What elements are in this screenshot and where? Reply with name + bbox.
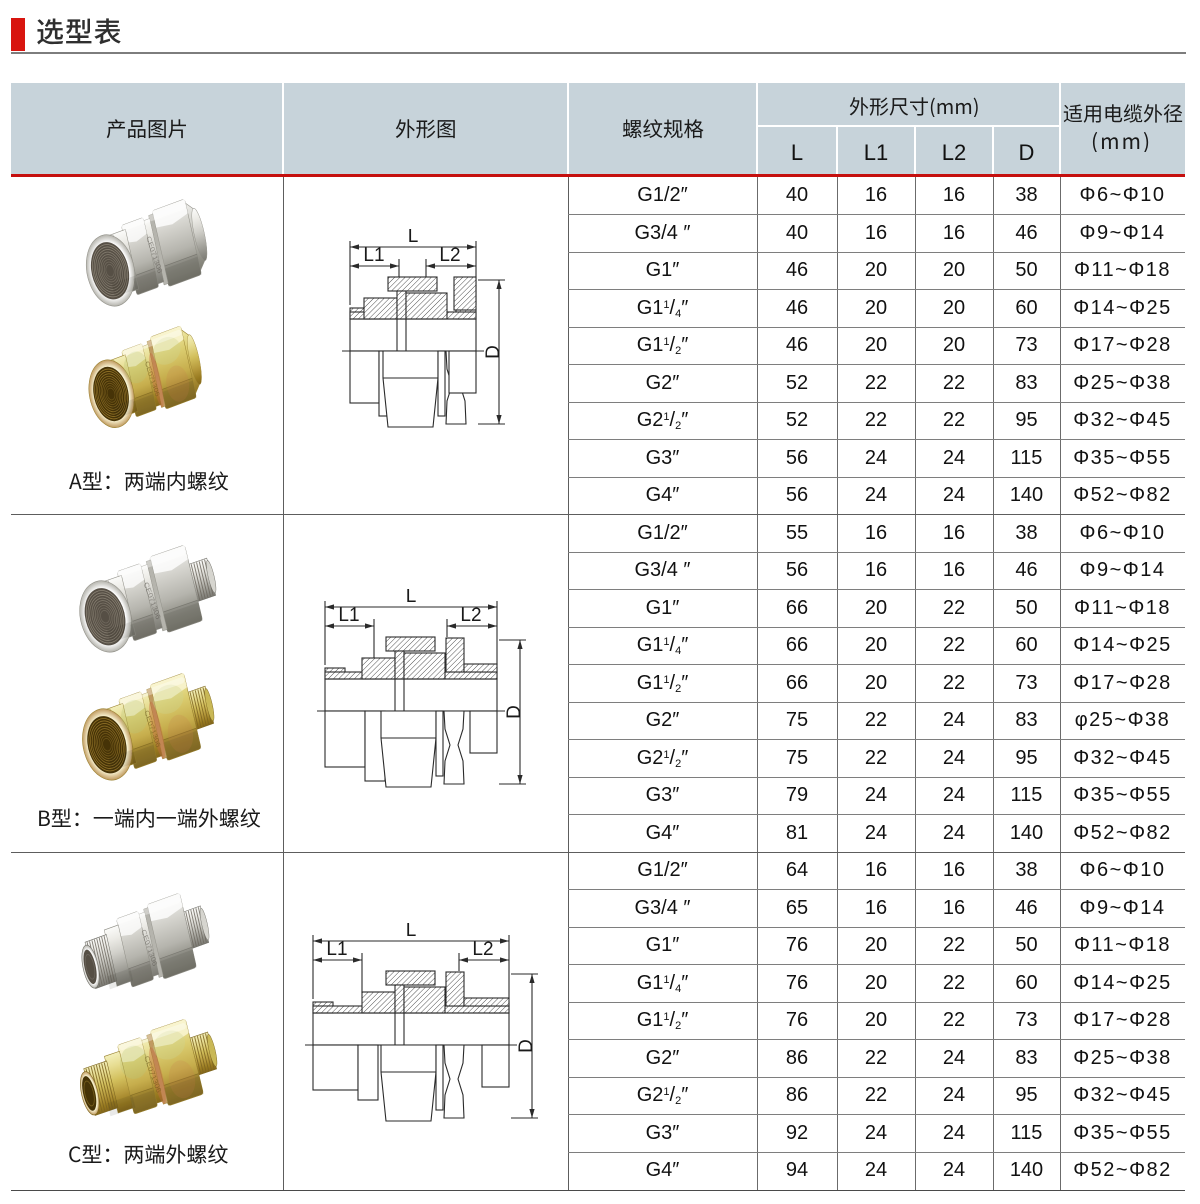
svg-text:L1: L1 (338, 605, 359, 626)
svg-text:L1: L1 (363, 245, 384, 266)
svg-text:L: L (406, 923, 417, 941)
svg-text:D: D (483, 345, 504, 359)
svg-text:D: D (504, 705, 525, 719)
svg-text:L: L (406, 589, 417, 607)
svg-text:L1: L1 (326, 939, 347, 960)
svg-text:L2: L2 (460, 605, 481, 626)
svg-text:L2: L2 (439, 245, 460, 266)
svg-text:D: D (516, 1039, 537, 1053)
svg-text:L: L (408, 229, 419, 247)
svg-text:L2: L2 (472, 939, 493, 960)
